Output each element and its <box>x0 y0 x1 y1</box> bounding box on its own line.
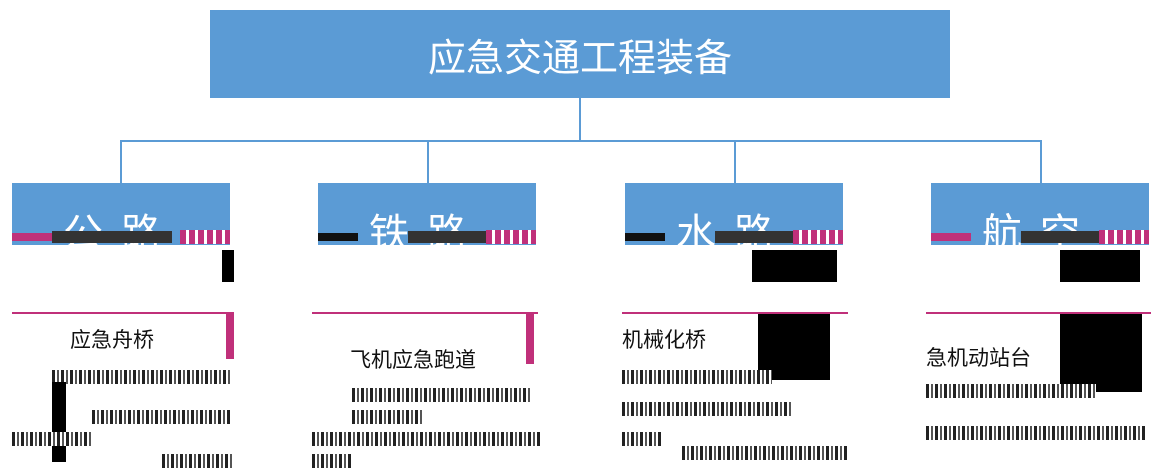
glitch-block <box>752 250 837 282</box>
items-panel-railway: 飞机应急跑道 <box>312 312 542 468</box>
item-label: 急机动站台 <box>926 346 1031 370</box>
glitch-stripe <box>318 230 536 244</box>
glitch-block <box>758 312 830 380</box>
glitch-block <box>1060 250 1140 282</box>
horizontal-connector <box>120 140 1041 142</box>
root-node: 应急交通工程装备 <box>210 10 950 98</box>
glitch-stripe <box>931 230 1149 244</box>
connector-0 <box>120 140 122 183</box>
glitch-block <box>222 250 234 282</box>
item-label: 机械化桥 <box>622 328 706 352</box>
items-panel-waterway: 机械化桥 <box>622 312 848 462</box>
root-connector <box>579 98 581 140</box>
glitch-stripe <box>625 230 843 244</box>
glitch-block <box>1060 312 1142 392</box>
root-title: 应急交通工程装备 <box>427 35 732 80</box>
item-label: 飞机应急跑道 <box>350 348 476 372</box>
connector-3 <box>1040 140 1042 183</box>
connector-1 <box>427 140 429 183</box>
items-panel-aviation: 急机动站台 <box>926 312 1151 462</box>
connector-2 <box>734 140 736 183</box>
item-label: 应急舟桥 <box>70 328 154 352</box>
items-panel-highway: 应急舟桥 <box>12 312 234 468</box>
glitch-stripe <box>12 230 230 244</box>
